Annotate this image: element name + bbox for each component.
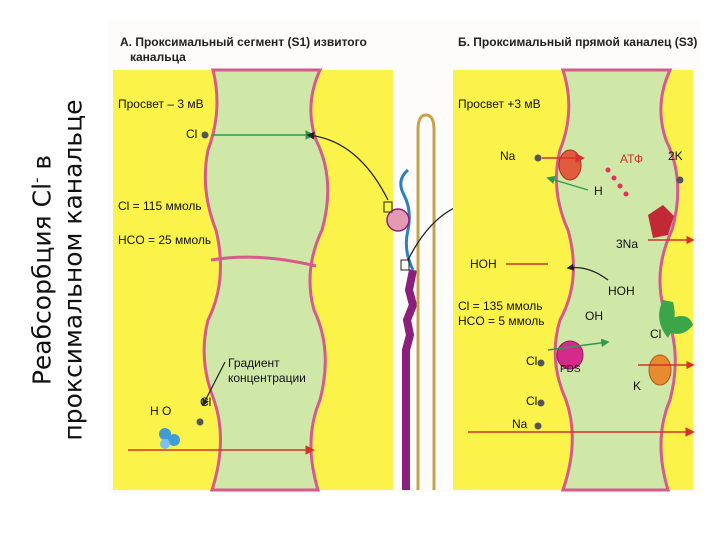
panel-a-cl-bottom-dot <box>197 419 204 426</box>
panel-a-heading-1: А. Проксимальный сегмент (S1) извитого <box>120 35 367 49</box>
panel-b-heading: Б. Проксимальный прямой каналец (S3) <box>458 35 697 49</box>
title-text-a: Реабсорбция Cl <box>28 183 57 385</box>
panel-b-hoh-left: HOH <box>470 257 497 271</box>
panel-a-gradient-2: концентрации <box>228 371 306 385</box>
panel-a-cl-ion: Cl <box>186 127 197 141</box>
nhe-transporter <box>559 150 581 180</box>
reabsorption-figure: А. Проксимальный сегмент (S1) извитого к… <box>108 20 700 492</box>
panel-b-h-plus: H <box>594 184 603 198</box>
panel-b-na-low: Na <box>512 417 528 431</box>
panel-a-heading-2: канальца <box>130 50 186 64</box>
panel-a-water: H O <box>150 404 171 418</box>
slide-title-area: Реабсорбция Cl- в проксимальном канальце <box>0 0 110 540</box>
panel-b-pds: PDS <box>560 364 581 375</box>
panel-b-atp: АТФ <box>620 152 643 166</box>
panel-b-oh-minus: OH <box>585 309 603 323</box>
panel-a-hco3-conc: HCO = 25 ммоль <box>118 233 211 247</box>
panel-a-gradient-1: Градиент <box>228 356 280 370</box>
panel-b-k-plus: K <box>633 379 641 393</box>
panel-b-na-low-dot <box>535 423 542 430</box>
panel-b-hoh-right: HOH <box>608 284 635 298</box>
title-sup: - <box>27 178 45 183</box>
panel-b-cl-mid: Cl <box>526 354 537 368</box>
panel-a-cell <box>204 70 328 490</box>
panel-b-cl-low: Cl <box>526 394 537 408</box>
panel-b-cell <box>555 70 678 490</box>
panel-b-cl-mid-dot <box>538 360 545 367</box>
title-line-1: Реабсорбция Cl- в <box>21 20 57 520</box>
slide-title: Реабсорбция Cl- в проксимальном канальце <box>21 20 88 520</box>
panel-a-cl-conc: Cl = 115 ммоль <box>118 199 202 213</box>
title-line-2: проксимальном канальце <box>58 20 89 520</box>
panel-b-cl-low-dot <box>538 400 545 407</box>
title-text-b: в <box>28 155 57 178</box>
panel-b-lumen-label: Просвет +3 мВ <box>458 97 541 111</box>
kcl-transporter <box>649 355 671 385</box>
panel-b-3na: 3Na <box>616 237 638 251</box>
panel-b-k-dot <box>677 177 684 184</box>
panel-b-cl-right: Cl <box>650 327 661 341</box>
panel-a: А. Проксимальный сегмент (S1) извитого к… <box>113 35 393 490</box>
panel-b-na-top-dot <box>535 155 542 162</box>
panel-a-lumen-label: Просвет – 3 мВ <box>118 97 204 111</box>
panel-b-na-top: Na <box>500 149 516 163</box>
panel-b-hco3-conc: HCO = 5 ммоль <box>458 314 545 328</box>
panel-b: Б. Проксимальный прямой каналец (S3) Про… <box>453 35 697 490</box>
panel-b-cl-conc: Cl = 135 ммоль <box>458 299 543 313</box>
panel-a-cl-bottom: Cl <box>200 395 211 409</box>
panel-b-2k: 2K <box>668 149 683 163</box>
panel-a-cl-ion-dot <box>202 132 209 139</box>
